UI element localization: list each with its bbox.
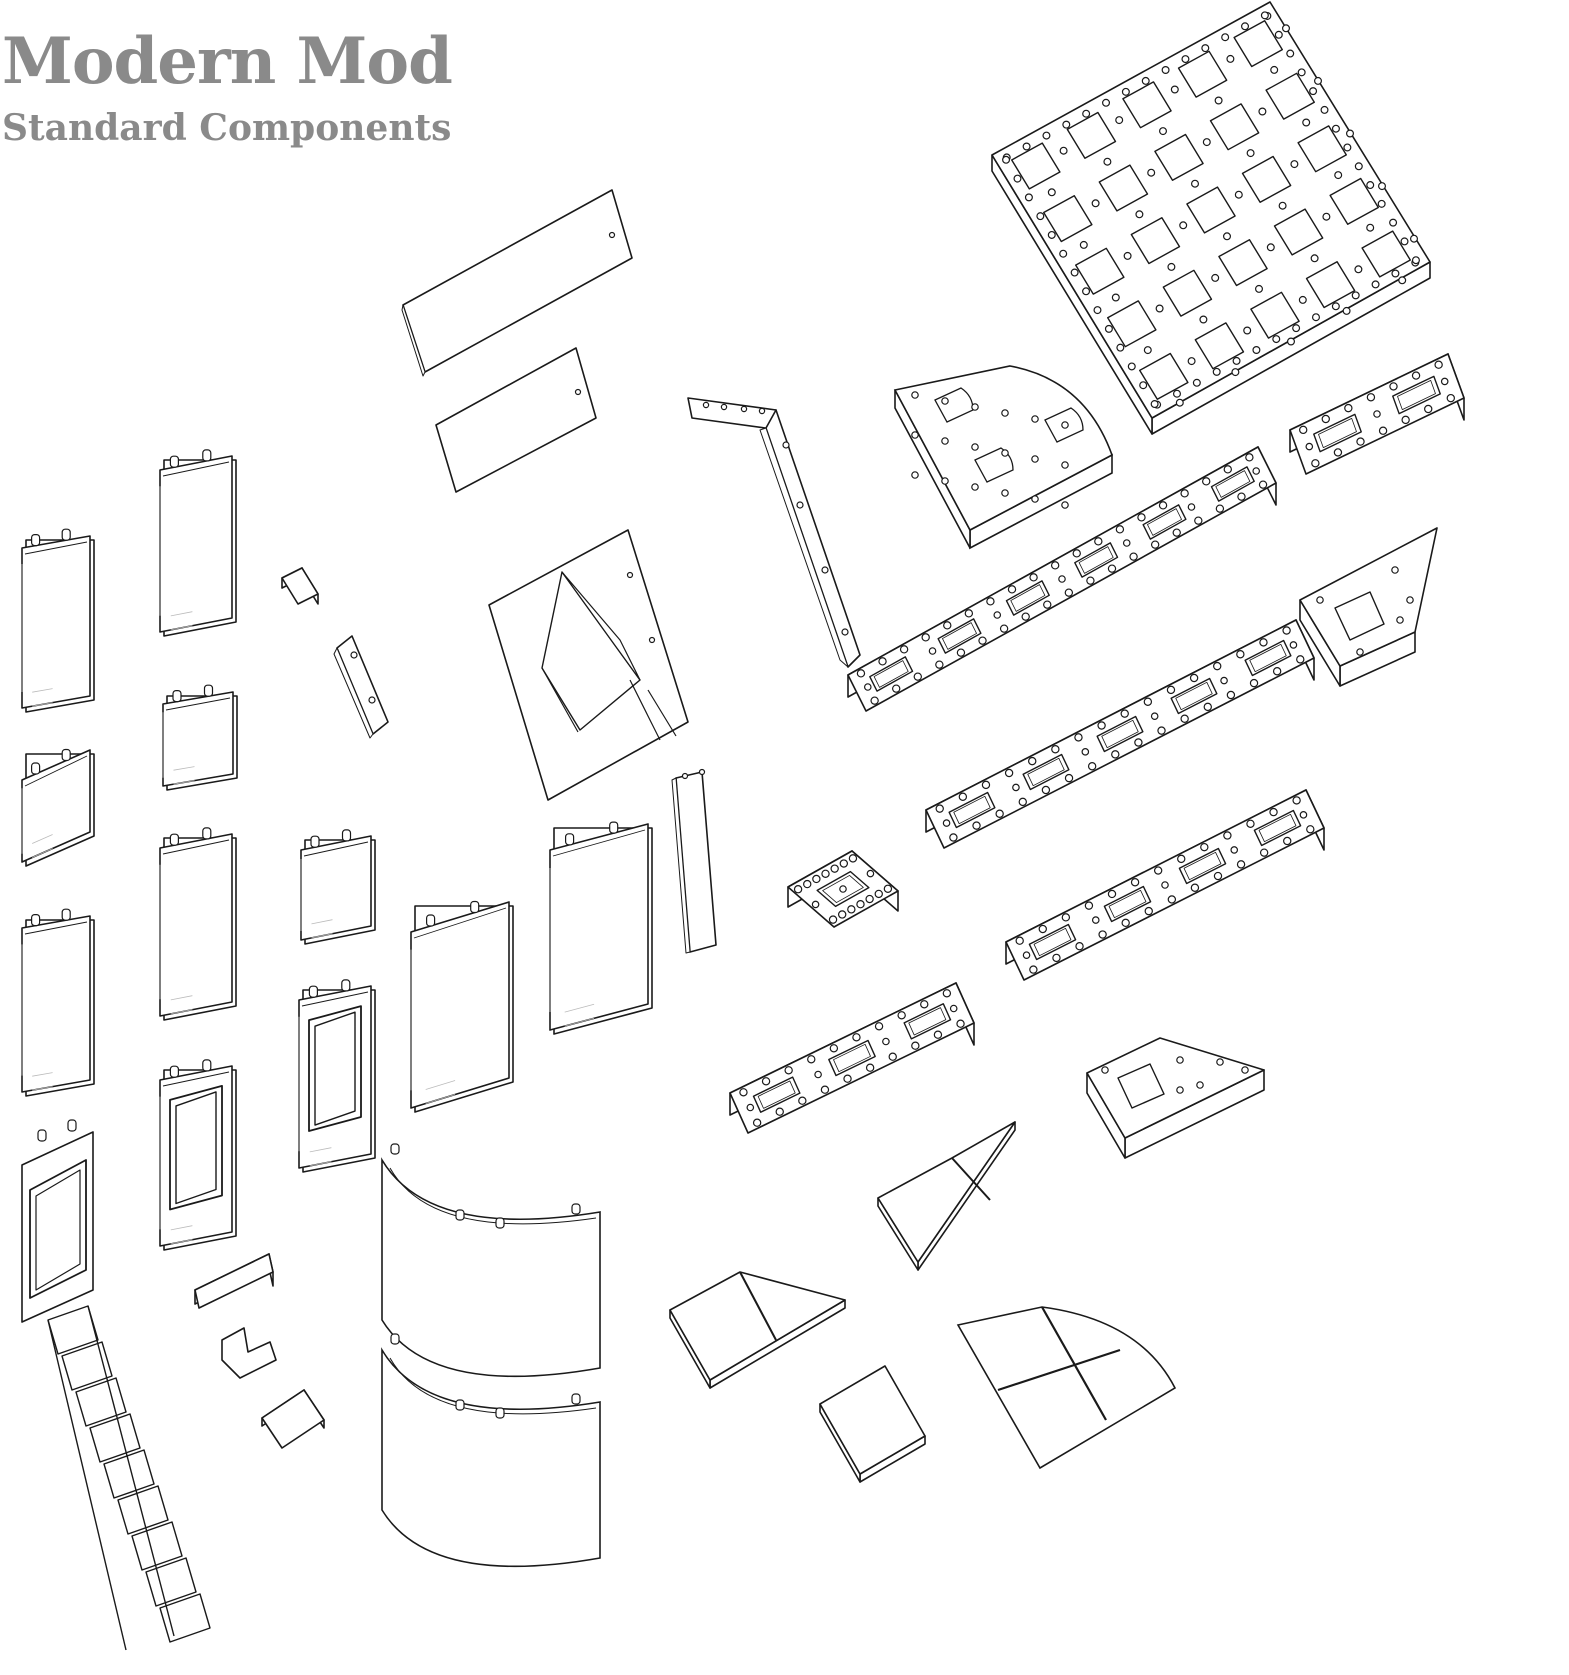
floor-tile-quarter-round <box>956 1306 1177 1470</box>
wall-panel-e1 <box>549 821 653 1035</box>
long-plate-3 <box>1005 789 1325 981</box>
wall-panel-c1 <box>300 829 376 945</box>
window-panel-left <box>21 1119 94 1323</box>
small-part-1 <box>194 1253 274 1309</box>
dormer-piece <box>488 529 689 801</box>
long-plate-4 <box>729 982 975 1134</box>
large-base-plate <box>991 1 1431 435</box>
curved-wall-lower <box>381 1333 601 1568</box>
angled-bracket <box>687 397 861 668</box>
triangle-plate-lower <box>1086 1037 1265 1159</box>
short-plate-right <box>1289 353 1465 475</box>
floor-tile-square <box>819 1365 926 1483</box>
floor-tile-triangle-2 <box>669 1271 846 1389</box>
roof-slab-large <box>401 189 633 377</box>
page-title: Modern Mod <box>2 24 453 99</box>
wall-panel-b1 <box>159 449 237 637</box>
roof-slab-small <box>435 347 597 493</box>
small-angle-block-1 <box>281 567 319 605</box>
small-angle-block-2 <box>333 635 389 739</box>
floor-tile-triangle-1 <box>877 1121 1016 1271</box>
wall-panel-b2 <box>162 684 238 791</box>
wall-panel-b3 <box>159 827 237 1021</box>
door-panel <box>298 979 376 1173</box>
window-panel <box>159 1059 237 1251</box>
wall-panel-a3 <box>21 908 95 1097</box>
page-subtitle: Standard Components <box>2 107 452 149</box>
square-column <box>671 768 717 954</box>
small-tile <box>261 1389 325 1449</box>
triangle-plate-right <box>1299 527 1438 687</box>
curved-wall-upper <box>381 1143 601 1378</box>
long-plate-1 <box>847 446 1277 712</box>
wall-panel-d1 <box>410 900 514 1113</box>
staircase <box>47 1305 211 1651</box>
small-part-2 <box>221 1327 277 1379</box>
long-plate-2 <box>925 619 1315 849</box>
quarter-round-plate <box>893 365 1113 550</box>
wall-panel-a1 <box>21 528 95 713</box>
wall-panel-a2 <box>21 748 95 867</box>
small-square-plate <box>787 850 899 928</box>
